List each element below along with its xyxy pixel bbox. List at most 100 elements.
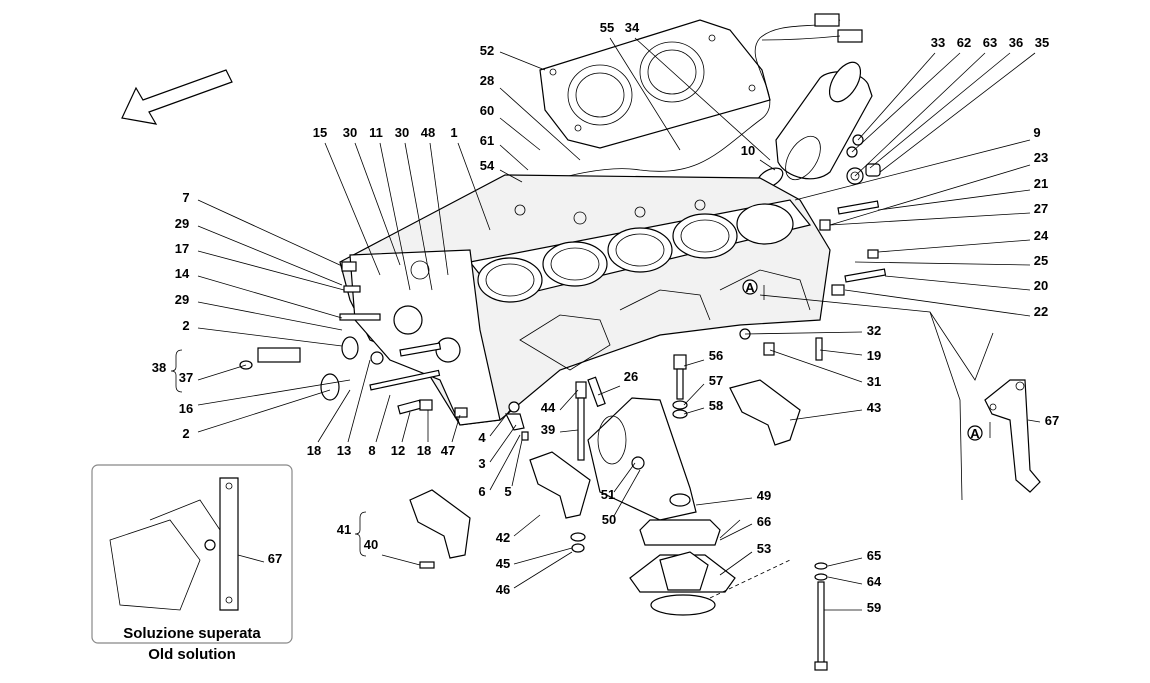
leader-line (829, 164, 1031, 226)
bolts-and-studs (570, 200, 887, 671)
callout-label: 30 (343, 125, 357, 140)
leader-line (489, 424, 517, 463)
callout-label: 52 (480, 43, 494, 58)
front-fasteners (239, 261, 468, 418)
callout-label: 60 (480, 103, 494, 118)
callout-label: 37 (179, 370, 193, 385)
callout-label: 11 (369, 125, 383, 140)
leader-line (381, 554, 421, 566)
svg-text:A: A (970, 426, 980, 441)
leader-line (597, 385, 621, 396)
callout-label: 5 (504, 484, 511, 499)
callout-label: 14 (175, 266, 190, 281)
leader-line (559, 389, 579, 411)
callout-label: 18 (307, 443, 321, 458)
callout-label: 34 (625, 20, 640, 35)
reference-line-2 (929, 311, 963, 501)
leader-line (877, 239, 1031, 253)
leader-line (695, 497, 753, 506)
callout-label: 1 (450, 125, 457, 140)
callout-label: 27 (1034, 201, 1048, 216)
small-bolts (505, 401, 529, 441)
callout-label: 28 (480, 73, 494, 88)
callout-label: 44 (541, 400, 556, 415)
leader-line (559, 429, 579, 433)
leader-line (683, 383, 705, 406)
leader-line (1027, 419, 1041, 423)
leader-line (683, 359, 705, 367)
leader-line (851, 52, 961, 153)
main-bearing-cap-43 (729, 379, 801, 446)
leader-line (683, 407, 705, 415)
callout-label: 58 (709, 398, 723, 413)
leader-line (794, 139, 1031, 201)
filter-washers (846, 134, 881, 185)
leader-line (759, 159, 776, 171)
callout-label: 7 (182, 190, 189, 205)
callout-label: 53 (757, 541, 771, 556)
leader-line (354, 142, 401, 266)
callout-label: 9 (1033, 125, 1040, 140)
leader-line (451, 414, 461, 443)
callout-label: 67 (1045, 413, 1059, 428)
leader-line (744, 331, 863, 335)
callout-label: 67 (268, 551, 282, 566)
callout-label: 2 (182, 318, 189, 333)
callout-label: 40 (364, 537, 378, 552)
callout-label: 61 (480, 133, 494, 148)
callout-label: 17 (175, 241, 189, 256)
callout-label: 23 (1034, 150, 1048, 165)
leader-line (499, 87, 581, 161)
callout-label: 24 (1034, 228, 1049, 243)
callout-label: 56 (709, 348, 723, 363)
callout-label: 25 (1034, 253, 1048, 268)
callout-label: 46 (496, 582, 510, 597)
leader-line (401, 411, 411, 443)
callout-label: 35 (1035, 35, 1049, 50)
leader-line (429, 142, 449, 276)
marker-a: A (742, 279, 765, 300)
callout-label: 50 (602, 512, 616, 527)
leader-line (854, 52, 986, 177)
callout-label: 20 (1034, 278, 1048, 293)
callout-label: 42 (496, 530, 510, 545)
callout-label: 43 (867, 400, 881, 415)
callout-label: 62 (957, 35, 971, 50)
callout-label: 30 (395, 125, 409, 140)
group-brace (170, 349, 183, 393)
leader-line (819, 349, 863, 356)
callout-label: 10 (741, 143, 755, 158)
group-brace (354, 511, 367, 557)
leader-line (857, 52, 936, 141)
leader-line (613, 469, 641, 517)
leader-line (827, 576, 863, 585)
callout-label: 65 (867, 548, 881, 563)
rubber-engine-mount (629, 519, 791, 616)
main-bearing-cap-41 (409, 489, 471, 569)
leader-line (404, 142, 433, 291)
callout-label: 13 (337, 443, 351, 458)
leader-line (769, 349, 863, 383)
leader-line (511, 439, 523, 487)
callout-label: 41 (337, 522, 351, 537)
leader-line (237, 554, 265, 563)
callout-label: 36 (1009, 35, 1023, 50)
leader-line (197, 301, 343, 331)
leader-line (317, 389, 351, 443)
callout-label: 3 (478, 456, 485, 471)
callout-label: 2 (182, 426, 189, 441)
leader-line (197, 250, 345, 291)
leader-line (489, 409, 511, 437)
leader-line (499, 117, 541, 151)
callout-label: 47 (441, 443, 455, 458)
leader-line (609, 37, 681, 151)
arrow-icon (121, 69, 233, 125)
crankcase-block (339, 174, 831, 426)
callout-label: 39 (541, 422, 555, 437)
leader-line (789, 409, 863, 421)
callout-label: 32 (867, 323, 881, 338)
callout-label: 12 (391, 443, 405, 458)
leader-line (457, 142, 491, 231)
callout-label: 21 (1034, 176, 1048, 191)
